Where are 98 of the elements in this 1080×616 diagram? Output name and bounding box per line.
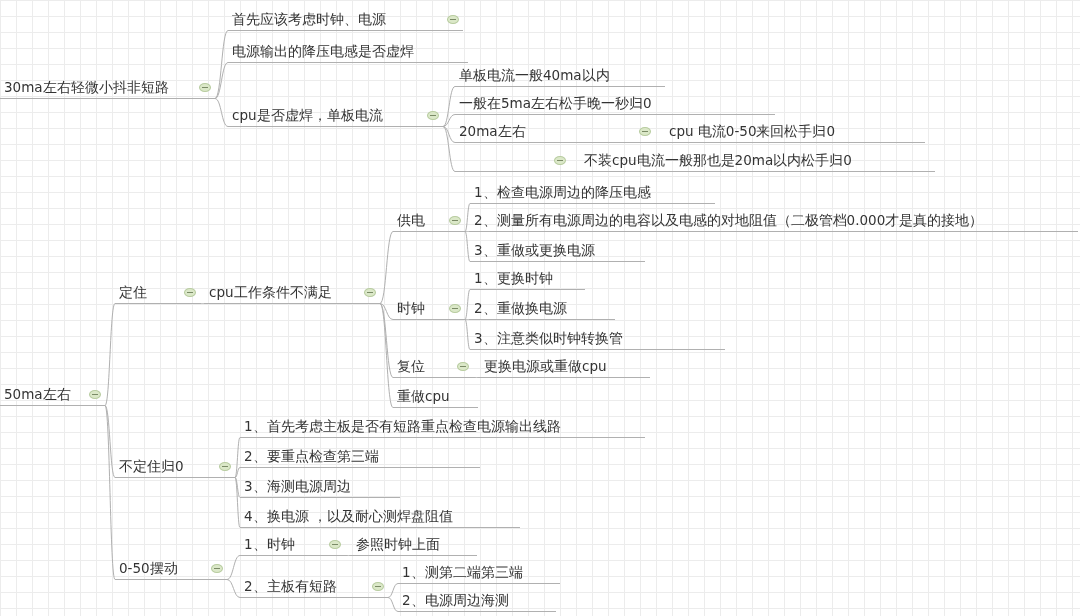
topic-node [240,506,520,528]
topic-text: 重做cpu [397,387,450,405]
topic-text: 时钟 [397,299,425,317]
branch-line [442,126,456,143]
branch-line [214,30,229,99]
topic-text: 3、海测电源周边 [244,477,351,495]
branch-line [104,303,116,406]
topic-node [240,476,400,498]
topic-node [470,328,725,350]
branch-line [464,289,471,320]
branch-line [214,62,229,99]
topic-text: cpu 电流0-50来回松手归0 [669,122,836,140]
branch-line [104,405,116,580]
topic-node [115,282,200,304]
branch-line [226,555,241,580]
topic-node [470,240,645,262]
topic-node [240,576,388,598]
branch-line [464,319,471,350]
topic-text: 2、要重点检查第三端 [244,447,379,465]
topic-node [228,105,443,127]
topic-text: 电源输出的降压电感是否虚焊 [232,42,414,60]
topic-node [480,356,650,378]
topic-node [240,416,645,438]
topic-node [393,386,478,408]
topic-node [470,298,615,320]
topic-text: 2、重做换电源 [474,299,567,317]
branch-line [234,477,241,498]
topic-text: 2、主板有短路 [244,577,337,595]
branch-line [472,377,481,378]
branch-line [464,203,471,232]
branch-line [387,583,399,598]
topic-node [240,534,345,556]
topic-text: 3、重做或更换电源 [474,241,595,259]
topic-text: 不装cpu电流一般那也是20ma以内松手归0 [584,151,852,169]
branch-line [379,303,394,408]
topic-text: 更换电源或重做cpu [484,357,607,375]
topic-text: 不定住归0 [119,457,184,475]
topic-text: 参照时钟上面 [356,535,440,553]
topic-node [393,298,465,320]
branch-line [104,405,116,478]
topic-text: cpu是否虚焊，单板电流 [232,106,383,124]
branch-line [464,231,471,262]
topic-node [665,121,925,143]
topic-text: 30ma左右轻微小抖非短路 [4,78,169,96]
topic-node [455,65,665,87]
topic-text: 供电 [397,211,425,229]
topic-node [115,456,235,478]
topic-node [240,446,480,468]
branch-line [226,579,241,598]
topic-node [470,210,1078,232]
branch-line [379,303,394,320]
topic-text: 2、电源周边海测 [402,591,509,609]
topic-text: 一般在5ma左右松手晚一秒归0 [459,94,652,112]
branch-line [234,437,241,478]
topic-node [398,590,556,612]
topic-node [580,150,935,172]
branch-line [379,303,394,378]
topic-text: 1、首先考虑主板是否有短路重点检查电源输出线路 [244,417,561,435]
branch-line [234,477,241,528]
branch-line [654,142,666,143]
topic-text: 20ma左右 [459,122,526,140]
branch-line [442,114,456,127]
branch-line [199,303,206,304]
topic-text: 复位 [397,357,425,375]
branch-line [379,231,394,304]
branch-line [387,597,399,612]
branch-line [214,98,229,127]
topic-node [393,210,465,232]
topic-text: 1、检查电源周边的降压电感 [474,183,651,201]
branch-line [442,86,456,127]
topic-text: 50ma左右 [4,385,71,403]
topic-text: 1、更换时钟 [474,269,553,287]
topic-node [352,534,477,556]
branch-line [442,126,456,172]
branch-line [464,319,471,320]
topic-text: 3、注意类似时钟转换管 [474,329,623,347]
branch-line [464,231,471,232]
topic-text: 2、测量所有电源周边的电容以及电感的对地阻值（二极管档0.000才是真的接地） [474,211,984,229]
topic-node [398,562,560,584]
topic-text: 定住 [119,283,147,301]
branch-line [569,171,581,172]
branch-line [234,467,241,478]
topic-text: 0-50摆动 [119,559,178,577]
topic-text: 首先应该考虑时钟、电源 [232,10,386,28]
topic-node [0,77,215,99]
topic-node [205,282,380,304]
topic-node [228,9,463,31]
topic-node [115,558,227,580]
topic-text: 1、时钟 [244,535,295,553]
topic-text: 1、测第二端第三端 [402,563,523,581]
branch-line [344,555,353,556]
topic-text: cpu工作条件不满足 [209,283,332,301]
topic-text: 单板电流一般40ma以内 [459,66,610,84]
topic-node [470,268,585,290]
topic-node [455,93,775,115]
topic-text: 4、换电源 ，以及耐心测焊盘阻值 [244,507,453,525]
topic-node [228,41,468,63]
topic-node [470,182,715,204]
